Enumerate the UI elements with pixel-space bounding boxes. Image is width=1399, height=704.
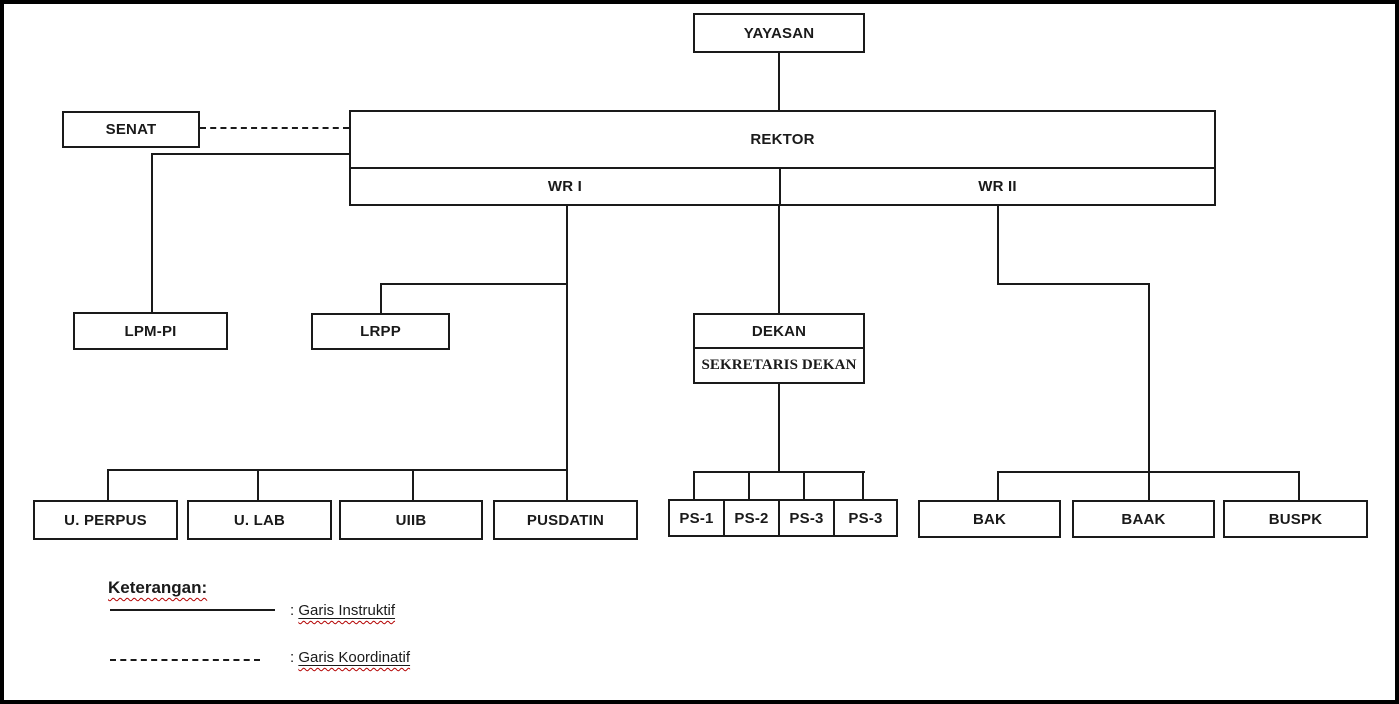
connector-lrpp-horizontal <box>380 283 568 285</box>
node-label: LRPP <box>360 323 401 340</box>
node-label: WR I <box>547 178 583 195</box>
connector-wr2-jog <box>997 283 1150 285</box>
node-lpm-pi: LPM-PI <box>73 312 228 350</box>
node-label: WR II <box>978 178 1017 195</box>
node-label: PS-1 <box>679 509 714 527</box>
legend-item-prefix: : <box>290 602 295 619</box>
legend-item-koordinatif: : Garis Koordinatif <box>290 649 410 666</box>
node-label: SEKRETARIS DEKAN <box>701 357 857 373</box>
rektor-wr-divider <box>351 167 1214 169</box>
connector-right-row-bus <box>997 471 1300 473</box>
node-yayasan: YAYASAN <box>693 13 865 53</box>
node-ps-2: PS-2 <box>723 499 780 537</box>
connector-wr2-trunk <box>1148 283 1150 500</box>
node-ps-1: PS-1 <box>668 499 725 537</box>
connector-ps-bus <box>693 471 865 473</box>
legend-item-label: Garis Instruktif <box>298 602 396 619</box>
node-bak: BAK <box>918 500 1061 538</box>
node-pusdatin: PUSDATIN <box>493 500 638 540</box>
connector-stub-ulab <box>257 469 259 500</box>
node-rektor: REKTOR <box>351 112 1214 167</box>
node-wr2: WR II <box>781 169 1214 204</box>
node-baak: BAAK <box>1072 500 1215 538</box>
node-label: YAYASAN <box>743 24 815 42</box>
node-label: PS-2 <box>734 509 769 527</box>
legend-item-prefix: : <box>290 649 295 666</box>
connector-wr2-down <box>997 206 999 285</box>
connector-rektor-dekan <box>778 206 780 313</box>
node-ps-3b: PS-3 <box>833 499 898 537</box>
legend-item-instruktif: : Garis Instruktif <box>290 602 395 619</box>
node-buspk: BUSPK <box>1223 500 1368 538</box>
connector-stub-uiib <box>412 469 414 500</box>
connector-lrpp-stub <box>380 283 382 313</box>
node-ps-3: PS-3 <box>778 499 835 537</box>
node-uiib: UIIB <box>339 500 483 540</box>
node-label: SENAT <box>105 121 157 138</box>
node-dekan: DEKAN <box>695 315 863 347</box>
node-u-perpus: U. PERPUS <box>33 500 178 540</box>
connector-rektor-lpmpi-vertical <box>151 153 153 312</box>
legend-line-solid <box>110 609 275 611</box>
node-label: PS-3 <box>789 509 824 527</box>
connector-stub-bak <box>997 471 999 500</box>
connector-stub-buspk <box>1298 471 1300 500</box>
node-label: PS-3 <box>848 509 883 527</box>
connector-left-row-bus <box>107 469 568 471</box>
node-rektor-group: REKTOR WR I WR II <box>349 110 1216 206</box>
connector-stub-ps4 <box>862 471 864 499</box>
legend-title: Keterangan: <box>108 578 208 597</box>
connector-dekan-ps <box>778 384 780 473</box>
connector-stub-ps1 <box>693 471 695 499</box>
node-label: BAAK <box>1121 510 1166 528</box>
connector-stub-ps3 <box>803 471 805 499</box>
wr1-wr2-divider <box>779 167 781 204</box>
node-sekretaris-dekan: SEKRETARIS DEKAN <box>695 349 863 382</box>
node-u-lab: U. LAB <box>187 500 332 540</box>
node-label: REKTOR <box>750 131 815 148</box>
legend-item-label: Garis Koordinatif <box>298 649 411 666</box>
connector-rektor-lpmpi-horizontal <box>151 153 349 155</box>
node-dekan-group: DEKAN SEKRETARIS DEKAN <box>693 313 865 384</box>
node-label: LPM-PI <box>124 322 177 340</box>
node-wr1: WR I <box>351 169 779 204</box>
connector-stub-ps2 <box>748 471 750 499</box>
node-label: DEKAN <box>751 322 807 340</box>
dekan-divider <box>695 347 863 349</box>
node-label: BAK <box>972 510 1007 528</box>
connector-senat-rektor-dashed <box>200 127 349 129</box>
node-label: PUSDATIN <box>526 511 605 529</box>
node-label: UIIB <box>395 511 427 529</box>
connector-stub-uperpus <box>107 469 109 500</box>
connector-wr1-trunk <box>566 206 568 500</box>
node-label: BUSPK <box>1268 510 1323 528</box>
legend-line-dashed <box>110 659 260 661</box>
node-senat: SENAT <box>62 111 200 148</box>
node-label: U. PERPUS <box>64 511 147 529</box>
node-label: U. LAB <box>233 511 286 529</box>
connector-yayasan-rektor <box>778 53 780 110</box>
node-lrpp: LRPP <box>311 313 450 350</box>
